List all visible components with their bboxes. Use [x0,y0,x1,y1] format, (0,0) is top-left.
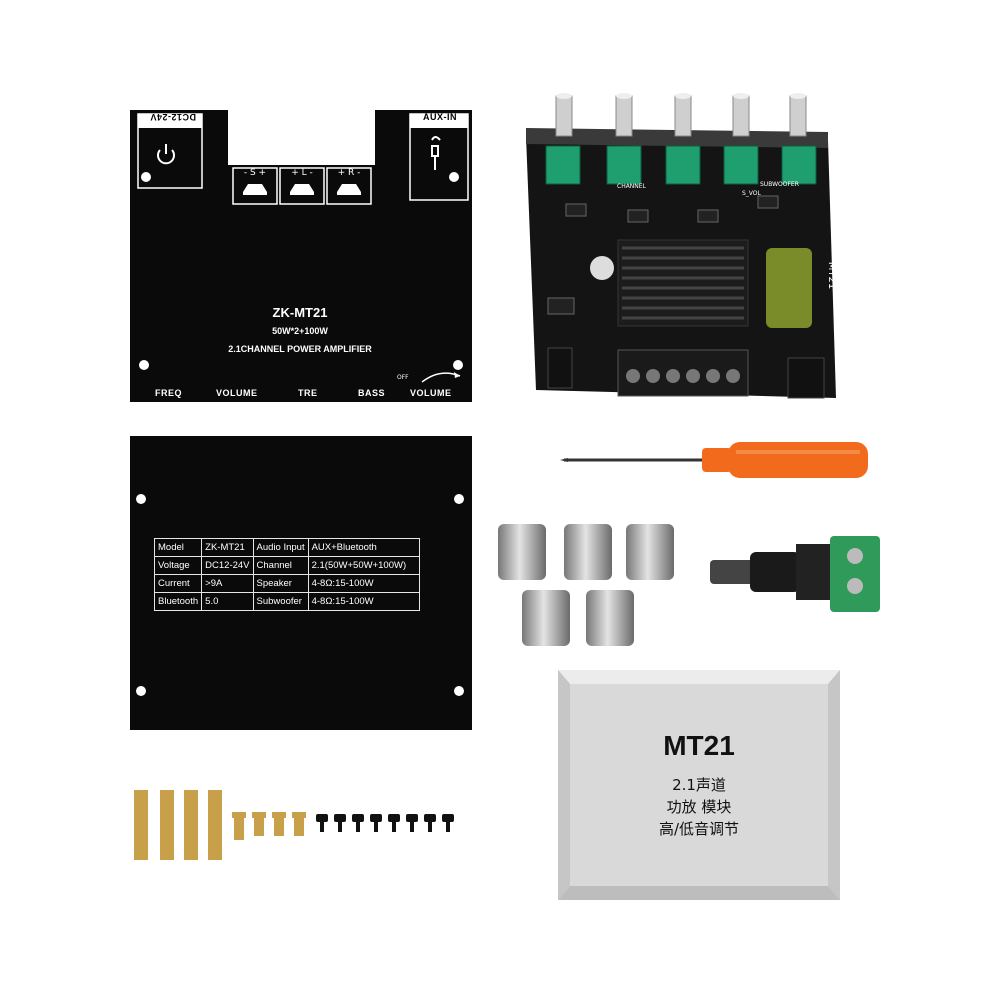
knob-label-bass: BASS [358,388,386,398]
terminal-block [617,349,749,397]
knob-cap [522,590,570,646]
knob-cap [626,524,674,580]
knob-label-freq: FREQ [155,388,183,398]
knob-cap [564,524,612,580]
power-icon [157,144,175,165]
speaker-icons [243,184,361,195]
heatsink [617,239,749,327]
potentiometers [545,145,817,185]
box-line-1: 2.1声道 [672,776,726,794]
spec-cell: 5.0 [201,592,254,611]
mounting-hole [136,494,146,504]
power-input-label: DC12-24V [149,112,197,122]
potentiometer-shafts [555,93,807,137]
off-label: OFF [397,374,409,381]
silk-label-channel: CHANNEL [617,183,646,190]
spec-cell: >9A [201,574,254,593]
aux-in-label: AUX-IN [423,112,457,122]
mounting-hole [454,494,464,504]
amp-description: 2.1CHANNEL POWER AMPLIFIER [228,344,372,354]
capacitor [766,248,812,328]
spec-cell: Current [153,574,203,593]
box-title: MT21 [663,730,735,761]
speaker-label-left: + L - [291,168,313,178]
spec-cell: Audio Input [252,538,309,557]
screws [316,814,454,832]
hardware-kit [134,790,454,860]
knob-cap [498,524,546,580]
knob-caps [498,524,674,646]
spec-cell: ZK-MT21 [201,538,254,557]
spec-table: Model ZK-MT21 Audio Input AUX+Bluetooth … [153,538,420,611]
dc-connector [710,536,880,612]
spec-cell: AUX+Bluetooth [307,538,420,557]
spec-cell: DC12-24V [201,556,254,575]
box-line-3: 高/低音调节 [658,820,740,838]
spec-cell: Channel [252,556,309,575]
silk-label-model: MT21 [826,261,838,290]
screwdriver [560,442,868,478]
buzzer [590,256,614,280]
table-row: Voltage DC12-24V Channel 2.1(50W+50W+100… [153,556,420,575]
mounting-hole [136,686,146,696]
knob-label-treble: TRE [298,388,318,398]
speaker-label-sub: - S + [243,168,267,178]
spec-cell: 4-8Ω:15-100W [307,592,420,611]
brass-standoffs [134,790,222,860]
knob-label-volume-1: VOLUME [216,388,258,398]
spec-cell: 4-8Ω:15-100W [307,574,420,593]
table-row: Bluetooth 5.0 Subwoofer 4-8Ω:15-100W [153,592,420,611]
knob-cap [586,590,634,646]
table-row: Model ZK-MT21 Audio Input AUX+Bluetooth [153,538,420,557]
back-panel: Model ZK-MT21 Audio Input AUX+Bluetooth … [130,436,472,730]
speaker-label-right: + R - [337,168,361,178]
spec-cell: 2.1(50W+50W+100W) [307,556,420,575]
circuit-board [526,93,836,399]
dc-jack [787,357,825,399]
spec-cell: Subwoofer [252,592,309,611]
front-panel [130,110,472,402]
brass-spacers [232,812,306,840]
aux-jack [547,347,573,389]
silk-label-svol: S_VOL [742,190,761,197]
mounting-hole [454,686,464,696]
product-box: MT21 2.1声道 功放 模块 高/低音调节 [558,670,840,900]
table-row: Current >9A Speaker 4-8Ω:15-100W [153,574,420,593]
spec-cell: Model [153,538,203,557]
silk-label-subwoofer: SUBWOOFER [760,181,799,188]
spec-cell: Voltage [153,556,203,575]
power-rating: 50W*2+100W [272,326,328,336]
model-name: ZK-MT21 [272,305,328,320]
box-line-2: 功放 模块 [666,798,732,816]
headphone-jack-icon [431,136,441,170]
knob-label-volume-2: VOLUME [410,388,452,398]
spec-cell: Speaker [252,574,309,593]
spec-cell: Bluetooth [153,592,203,611]
